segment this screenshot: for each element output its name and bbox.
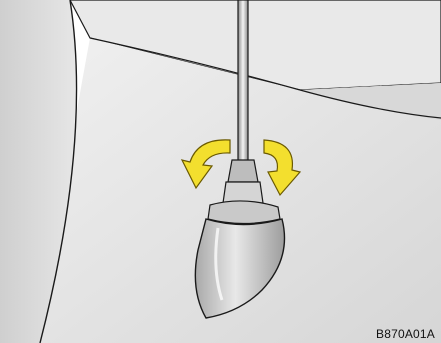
antenna-rod bbox=[238, 0, 248, 175]
antenna-rubber-boot bbox=[208, 201, 280, 224]
figure-code: B870A01A bbox=[376, 327, 435, 341]
antenna-joint bbox=[223, 182, 263, 203]
antenna-collar bbox=[228, 160, 258, 182]
